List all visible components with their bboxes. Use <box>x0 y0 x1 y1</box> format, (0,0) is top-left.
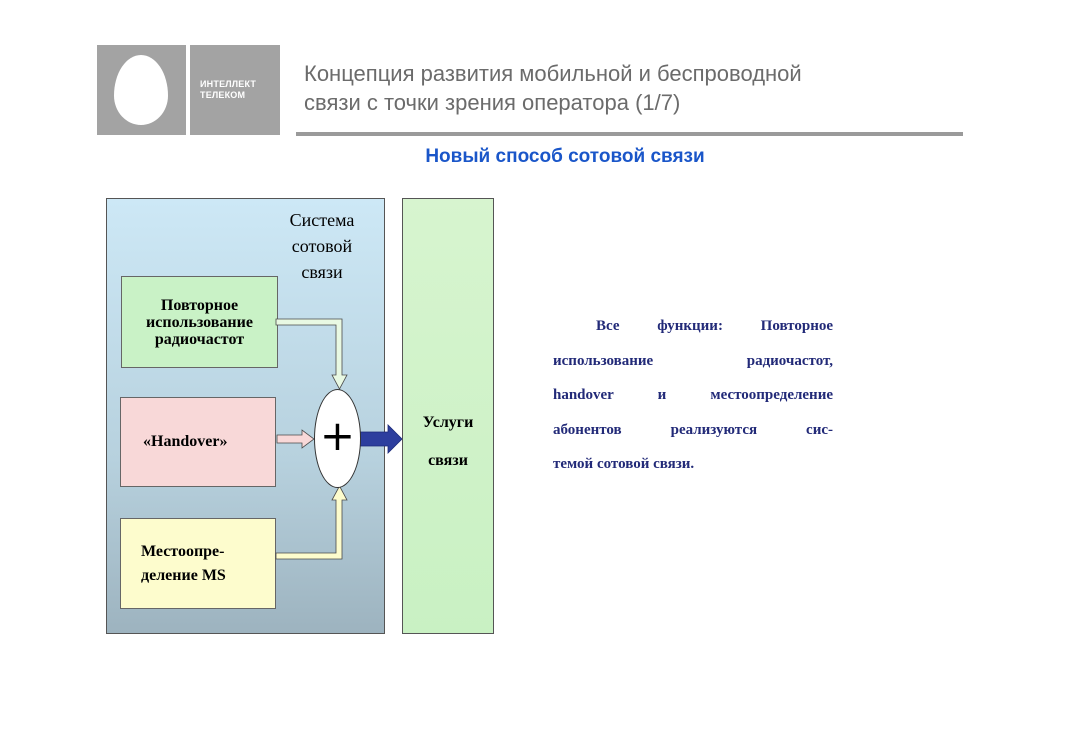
system-label-line-1: Система <box>289 210 355 230</box>
egg-icon <box>114 55 168 125</box>
title-divider <box>296 132 963 136</box>
arrow-from-reuse <box>275 318 348 390</box>
description-line-5: темой сотовой связи. <box>553 456 695 472</box>
arrow-from-location <box>275 485 348 560</box>
page-title: Концепция развития мобильной и беспровод… <box>304 59 984 117</box>
slide-subtitle: Новый способ сотовой связи <box>425 146 705 167</box>
reuse-line-1: Повторное <box>160 296 239 314</box>
services-label: Услуги связи <box>402 404 494 480</box>
description-line-1: Все функции: Повторное <box>596 318 833 334</box>
location-line-1: Местоопре- <box>141 542 225 560</box>
ms-location-box: Местоопре- деление MS <box>120 518 276 609</box>
description-text: Все функции: Повторное использование рад… <box>553 309 833 482</box>
description-line-4: абонентов реализуются сис- <box>553 421 833 438</box>
page-title-line-2: связи с точки зрения оператора (1/7) <box>304 90 681 115</box>
logo-text-panel: ИНТЕЛЛЕКТ ТЕЛЕКОМ <box>190 45 280 135</box>
logo-line-1: ИНТЕЛЛЕКТ <box>200 79 257 89</box>
arrow-to-services <box>359 424 403 454</box>
reuse-line-3: радиочастот <box>154 330 245 348</box>
services-line-1: Услуги <box>422 414 474 431</box>
handover-box: «Handover» <box>120 397 276 487</box>
logo-egg-panel <box>97 45 186 135</box>
system-label-line-2: сотовой <box>291 236 353 256</box>
plus-icon: + <box>319 411 356 460</box>
services-line-2: связи <box>428 452 468 469</box>
arrow-from-handover <box>276 429 315 449</box>
description-line-3: handover и местоопределение <box>553 387 833 403</box>
system-label-line-3: связи <box>301 262 343 282</box>
reuse-line-2: использование <box>146 313 253 331</box>
logo-wordmark: ИНТЕЛЛЕКТ ТЕЛЕКОМ <box>200 79 278 101</box>
page-title-line-1: Концепция развития мобильной и беспровод… <box>304 61 802 86</box>
cellular-system-label: Система сотовой связи <box>270 207 374 285</box>
summation-node <box>314 389 361 488</box>
description-line-2: использование радиочастот, <box>553 352 833 369</box>
location-line-2: деление MS <box>141 566 226 584</box>
services-box <box>402 198 494 634</box>
logo-line-2: ТЕЛЕКОМ <box>200 90 246 100</box>
handover-label: «Handover» <box>143 433 228 450</box>
